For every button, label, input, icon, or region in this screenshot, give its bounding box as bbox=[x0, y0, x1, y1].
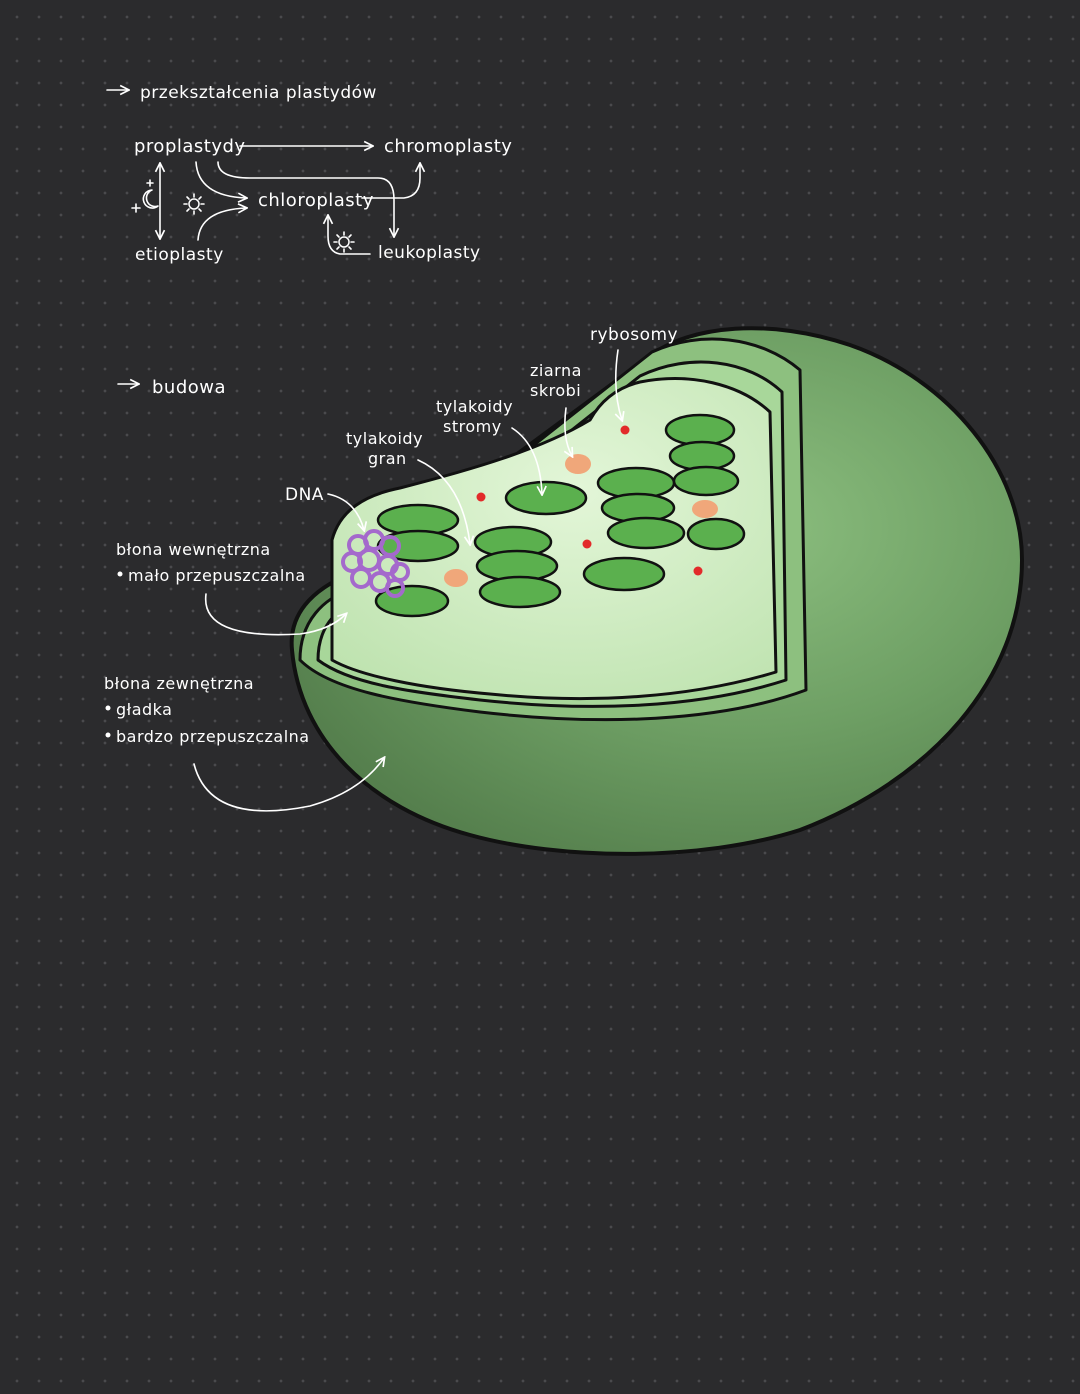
bullet bbox=[105, 732, 111, 738]
starch-grain bbox=[444, 569, 468, 587]
structure-heading: budowa bbox=[152, 377, 226, 398]
ribosome bbox=[476, 492, 486, 502]
arrow-etioplasty-chloroplasty bbox=[197, 208, 246, 241]
grana-stack bbox=[596, 466, 686, 550]
arrow-chloroplasty-chromoplasty bbox=[361, 164, 420, 199]
label-inner-membrane-bullet: mało przepuszczalna bbox=[128, 566, 306, 585]
ribosome bbox=[693, 566, 703, 576]
sun-icon bbox=[183, 193, 205, 215]
label-tylakoidy-gran-2: gran bbox=[368, 449, 407, 468]
label-tylakoidy-stromy-1: tylakoidy bbox=[436, 397, 513, 416]
label-outer-membrane-bullet-2: bardzo przepuszczalna bbox=[116, 727, 310, 746]
node-etioplasty: etioplasty bbox=[135, 245, 224, 265]
grana-stack bbox=[664, 413, 746, 551]
label-ziarna-1: ziarna bbox=[530, 361, 582, 380]
ribosome bbox=[582, 539, 592, 549]
ribosome bbox=[620, 425, 630, 435]
bullet bbox=[117, 571, 123, 577]
node-chromoplasty: chromoplasty bbox=[384, 136, 512, 157]
pointer-outer-membrane bbox=[193, 758, 384, 812]
pointer-ziarna bbox=[565, 407, 572, 456]
bullet bbox=[105, 705, 111, 711]
chloroplast-illustration bbox=[289, 326, 1024, 856]
pointer-tylakoidy-gran bbox=[417, 459, 470, 544]
label-dna: DNA bbox=[285, 485, 324, 505]
grana-stack bbox=[473, 525, 562, 609]
node-leukoplasty: leukoplasty bbox=[378, 243, 481, 263]
arrow-proplastydy-leukoplasty bbox=[217, 161, 394, 236]
pointer-tylakoidy-stromy bbox=[511, 427, 542, 494]
transformations-section: przekształcenia plastydów proplastydy ch… bbox=[106, 83, 512, 265]
starch-grain bbox=[692, 500, 718, 518]
structure-section: budowa bbox=[104, 325, 1024, 856]
pointer-dna bbox=[327, 493, 364, 530]
arrow-proplastydy-chloroplasty bbox=[195, 161, 246, 198]
arrow-leukoplasty-chloroplasty bbox=[328, 216, 371, 255]
pointer-rybosomy bbox=[616, 349, 622, 420]
label-tylakoidy-gran-1: tylakoidy bbox=[346, 429, 423, 448]
label-outer-membrane-bullet-1: gładka bbox=[116, 700, 172, 719]
starch-grain bbox=[565, 454, 591, 474]
transformations-heading: przekształcenia plastydów bbox=[140, 83, 377, 103]
sun-icon bbox=[333, 231, 355, 253]
node-chloroplasty: chloroplasty bbox=[258, 190, 374, 211]
label-tylakoidy-stromy-2: stromy bbox=[443, 417, 502, 436]
stroma bbox=[330, 377, 778, 701]
label-rybosomy: rybosomy bbox=[590, 325, 678, 345]
stroma-thylakoid bbox=[582, 556, 666, 592]
node-proplastydy: proplastydy bbox=[134, 136, 246, 157]
stroma-thylakoid bbox=[504, 480, 588, 516]
label-ziarna-2: skrobi bbox=[530, 381, 581, 400]
dna-cluster bbox=[341, 529, 410, 598]
label-outer-membrane-title: błona zewnętrzna bbox=[104, 674, 254, 693]
pointer-inner-membrane bbox=[204, 593, 346, 636]
moon-icon bbox=[131, 179, 159, 213]
label-inner-membrane-title: błona wewnętrzna bbox=[116, 540, 271, 559]
